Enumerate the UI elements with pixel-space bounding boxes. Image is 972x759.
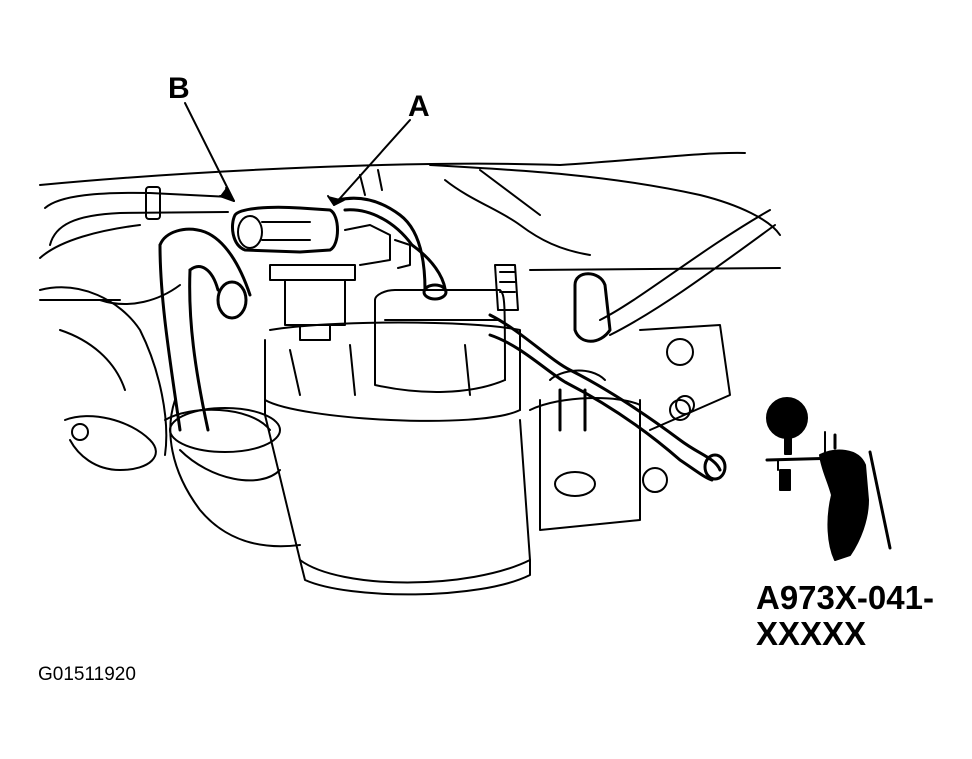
callout-a: A <box>408 90 430 123</box>
callout-b: B <box>168 72 190 105</box>
charcoal-canister <box>264 289 531 596</box>
tool-part-number-line2: XXXXX <box>756 615 867 652</box>
leader-line-a <box>333 119 411 206</box>
curved-hose-left <box>158 227 252 432</box>
vapor-hose-left <box>44 186 231 246</box>
engine-background <box>39 151 781 471</box>
purge-control-valve <box>231 205 411 341</box>
tool-part-number-line1: A973X-041- <box>756 579 934 616</box>
arrowhead-a <box>327 195 345 206</box>
vacuum-pump-tool-icon <box>765 397 892 561</box>
arrowhead-b <box>219 187 235 202</box>
right-hose-assembly <box>488 209 776 531</box>
filter-canister <box>164 399 301 548</box>
hose-a <box>336 196 448 301</box>
tool-part-number: A973X-041- XXXXX <box>756 580 934 652</box>
figure-id: G01511920 <box>38 664 136 685</box>
leader-line-b <box>184 102 235 202</box>
leader-lines <box>184 102 411 206</box>
